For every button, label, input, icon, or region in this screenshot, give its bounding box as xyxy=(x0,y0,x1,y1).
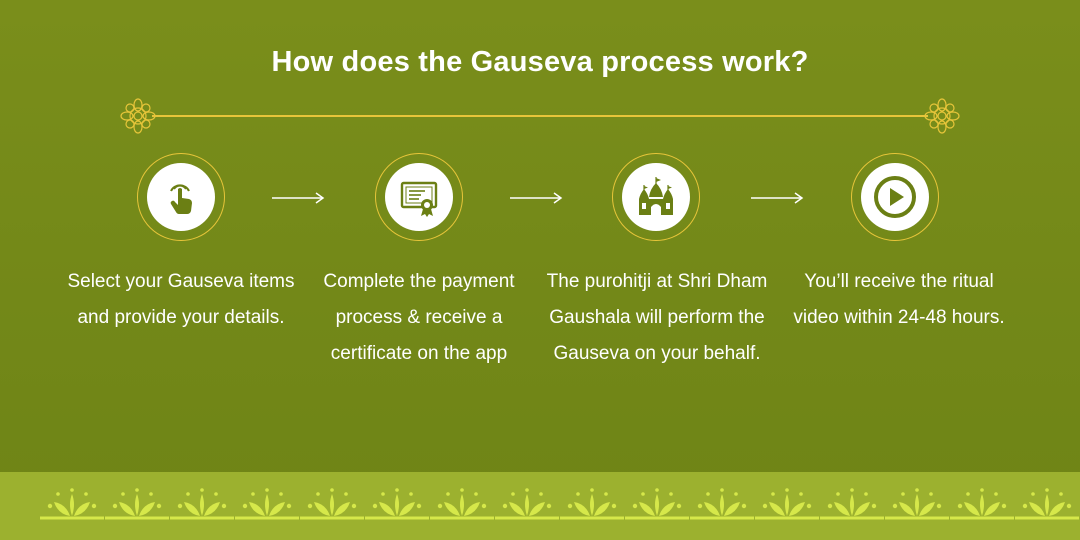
arrow-right-icon xyxy=(751,192,804,204)
play-icon xyxy=(874,176,916,218)
step-1-badge xyxy=(137,153,225,241)
divider-line xyxy=(152,115,928,117)
step-3-badge xyxy=(612,153,700,241)
tap-hand-icon xyxy=(170,184,192,214)
step-4-text: You’ll receive the ritual video within 2… xyxy=(793,271,1005,328)
certificate-icon xyxy=(400,181,438,217)
step-2-text: Complete the payment process & receive a… xyxy=(323,271,515,364)
arrow-right-icon xyxy=(510,192,563,204)
step-3-text: The purohitji at Shri Dham Gaushala will… xyxy=(546,271,768,364)
step-1-text: Select your Gauseva items and provide yo… xyxy=(67,271,295,328)
mandala-right-icon xyxy=(924,98,960,134)
temple-icon xyxy=(639,177,673,215)
footer-motif-band xyxy=(0,472,1080,540)
leaf-pattern-icon xyxy=(38,486,1080,520)
mandala-left-icon xyxy=(120,98,156,134)
step-4-badge xyxy=(851,153,939,241)
step-2-badge xyxy=(375,153,463,241)
page-title: How does the Gauseva process work? xyxy=(271,46,809,78)
arrow-right-icon xyxy=(272,192,325,204)
ornamental-divider xyxy=(120,98,960,134)
